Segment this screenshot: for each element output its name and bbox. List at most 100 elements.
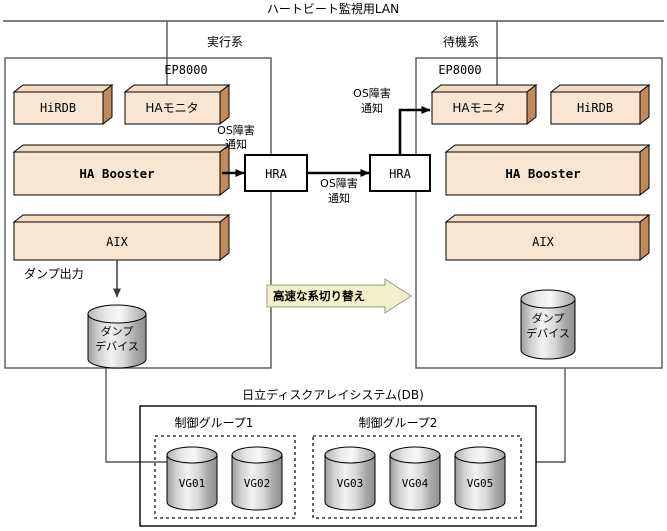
link-os-fault-label-line2: 通知 bbox=[328, 191, 350, 205]
active-hra-box: HRA bbox=[244, 154, 308, 192]
storage-connectors-group bbox=[105, 368, 566, 463]
component-label: HiRDB bbox=[40, 101, 76, 115]
banner-label: 高速な系切り替え bbox=[273, 289, 365, 303]
control-group-label: 制御グループ2 bbox=[359, 415, 438, 430]
box-side-face bbox=[219, 213, 230, 262]
box-side-face bbox=[639, 213, 650, 262]
dump-device-label-line2: デバイス bbox=[526, 326, 570, 340]
active-server-frame bbox=[4, 57, 272, 369]
volume-label: VG03 bbox=[337, 477, 364, 490]
component-label: HiRDB bbox=[577, 101, 613, 115]
cylinder-body bbox=[324, 454, 376, 511]
hra-box-standby bbox=[369, 154, 431, 192]
component-label: HA Booster bbox=[505, 166, 581, 181]
fast-switchover-banner: 高速な系切り替え bbox=[266, 278, 412, 314]
volume-cylinder: VG04 bbox=[389, 446, 441, 511]
control-group-2: 制御グループ2 VG03 VG04 VG05 bbox=[312, 415, 522, 519]
standby-component-hirdb: HiRDB bbox=[549, 83, 651, 126]
cylinder-body bbox=[231, 454, 283, 511]
component-label: HAモニタ bbox=[145, 101, 198, 115]
cylinder-body bbox=[520, 298, 576, 360]
standby-model-label: EP8000 bbox=[438, 63, 481, 77]
standby-component-hamonitor: HAモニタ bbox=[430, 83, 538, 126]
dump-device-label-line1: ダンプ bbox=[532, 311, 565, 325]
banner-arrow-shape bbox=[266, 278, 412, 314]
hra-box-active bbox=[244, 154, 308, 192]
box-top-face bbox=[549, 84, 651, 93]
control-group-label: 制御グループ1 bbox=[175, 415, 254, 430]
volume-label: VG05 bbox=[467, 477, 494, 490]
box-top-face bbox=[12, 214, 231, 223]
active-os-fault-label-line1: OS障害 bbox=[217, 123, 255, 137]
cylinder-top bbox=[231, 446, 283, 464]
volume-label: VG01 bbox=[179, 477, 206, 490]
box-side-face bbox=[639, 83, 650, 126]
hra-agents-group: OS障害 通知 HRA OS障害 通知 HRA OS障害 通知 bbox=[217, 86, 431, 205]
connector-active-to-storage bbox=[105, 368, 170, 463]
volume-cylinder: VG01 bbox=[166, 446, 218, 511]
control-group-dashed-frame bbox=[312, 435, 522, 519]
arrow-hra-to-hamonitor bbox=[398, 106, 431, 155]
volume-cylinder: VG02 bbox=[231, 446, 283, 511]
active-os-fault-label-line2: 通知 bbox=[225, 137, 247, 151]
standby-os-fault-label-line1: OS障害 bbox=[353, 86, 391, 100]
hra-label: HRA bbox=[389, 167, 411, 181]
control-group-1: 制御グループ1 VG01 VG02 bbox=[154, 415, 296, 519]
box-front-face bbox=[431, 91, 528, 125]
box-top-face bbox=[444, 144, 651, 153]
cylinder-body bbox=[87, 313, 147, 369]
component-label: HAモニタ bbox=[452, 101, 505, 115]
connector-standby-to-storage bbox=[536, 368, 566, 463]
standby-os-fault-label-line2: 通知 bbox=[361, 101, 383, 115]
cylinder-body bbox=[389, 454, 441, 511]
control-group-dashed-frame bbox=[154, 435, 296, 519]
cylinder-body bbox=[454, 454, 506, 511]
box-top-face bbox=[444, 214, 651, 223]
cylinder-top bbox=[454, 446, 506, 464]
dump-output-label: ダンプ出力 bbox=[24, 266, 84, 281]
standby-component-habooster: HA Booster bbox=[444, 143, 651, 197]
dump-device-label-line2: デバイス bbox=[95, 339, 139, 353]
box-top-face bbox=[12, 84, 114, 93]
cylinder-top bbox=[324, 446, 376, 464]
dump-output-arrow-group: ダンプ出力 bbox=[24, 260, 121, 298]
standby-system-group: 待機系 EP8000 HAモニタ HiRDB bbox=[415, 34, 663, 369]
cylinder-top bbox=[166, 446, 218, 464]
cylinder-top bbox=[520, 289, 576, 309]
box-side-face bbox=[219, 143, 230, 197]
standby-component-aix: AIX bbox=[444, 213, 651, 262]
active-component-hirdb: HiRDB bbox=[12, 83, 114, 126]
cylinder-body bbox=[166, 454, 218, 511]
volume-label: VG02 bbox=[244, 477, 271, 490]
storage-title-label: 日立ディスクアレイシステム(DB) bbox=[242, 387, 424, 402]
volume-cylinder: VG05 bbox=[454, 446, 506, 511]
volume-cylinder: VG03 bbox=[324, 446, 376, 511]
component-label: AIX bbox=[532, 235, 554, 249]
heartbeat-lan-label: ハートビート監視用LAN bbox=[267, 1, 399, 16]
active-dump-device: ダンプ デバイス bbox=[87, 304, 147, 369]
standby-role-label: 待機系 bbox=[443, 34, 479, 49]
box-front-face bbox=[13, 221, 221, 261]
dump-device-label-line1: ダンプ bbox=[101, 324, 134, 338]
active-model-label: EP8000 bbox=[164, 63, 207, 77]
box-top-face bbox=[12, 144, 231, 153]
active-component-habooster: HA Booster bbox=[12, 143, 231, 197]
active-role-label: 実行系 bbox=[207, 34, 243, 49]
standby-hra-box: HRA bbox=[369, 154, 431, 192]
box-front-face bbox=[124, 91, 221, 125]
active-component-hamonitor: HAモニタ bbox=[123, 83, 231, 126]
box-front-face bbox=[13, 151, 221, 196]
box-front-face bbox=[445, 221, 641, 261]
active-component-aix: AIX bbox=[12, 213, 231, 262]
box-side-face bbox=[526, 83, 537, 126]
link-os-fault-label-line1: OS障害 bbox=[320, 176, 358, 190]
box-side-face bbox=[639, 143, 650, 197]
box-top-face bbox=[430, 84, 538, 93]
active-system-group: 実行系 EP8000 HiRDB HAモニタ bbox=[4, 34, 272, 369]
volume-label: VG04 bbox=[402, 477, 429, 490]
component-label: AIX bbox=[106, 235, 128, 249]
box-front-face bbox=[13, 91, 104, 125]
hra-label: HRA bbox=[265, 167, 287, 181]
